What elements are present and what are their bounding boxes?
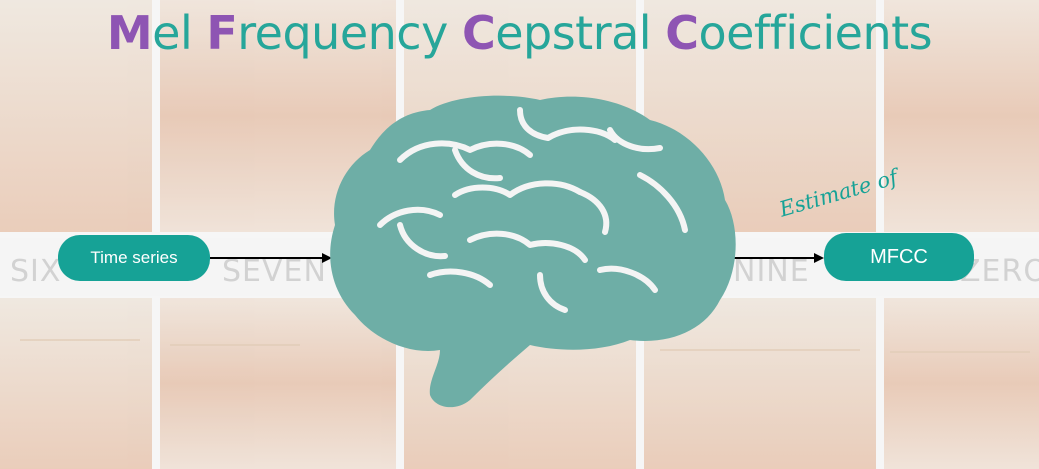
- title-letter-c2: C: [665, 6, 699, 60]
- mfcc-label: MFCC: [870, 245, 928, 268]
- title-part-epstral: epstral: [495, 6, 666, 60]
- title-part-el: el: [152, 6, 207, 60]
- bg-word-nine: NINE: [733, 254, 810, 289]
- mfcc-node: MFCC: [824, 233, 974, 281]
- title-part-oefficients: oefficients: [698, 6, 933, 60]
- time-series-label: Time series: [90, 248, 178, 267]
- title-letter-f: F: [206, 6, 238, 60]
- bg-word-seven: SEVEN: [222, 254, 327, 289]
- title-letter-m: M: [106, 6, 153, 60]
- page-title: Mel Frequency Cepstral Coefficients: [0, 6, 1039, 60]
- title-letter-c1: C: [461, 6, 496, 60]
- title-part-requency: requency: [237, 6, 462, 60]
- bg-word-six: SIX: [10, 254, 62, 289]
- time-series-node: Time series: [58, 235, 210, 281]
